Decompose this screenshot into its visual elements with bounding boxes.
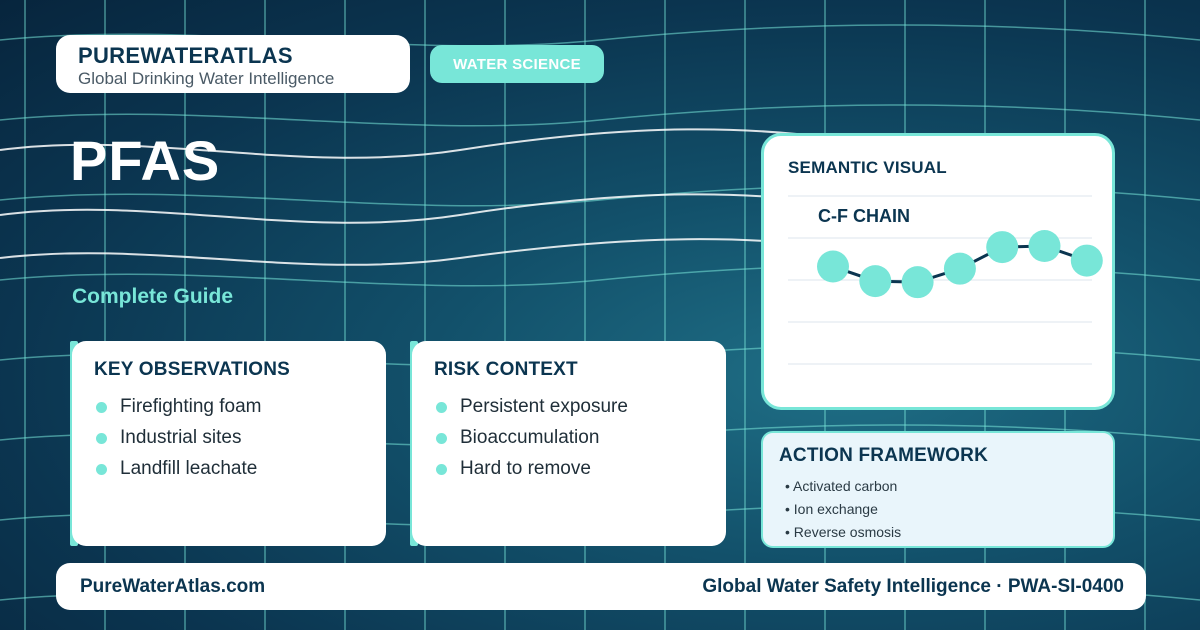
bullet-dot-icon [96,402,107,413]
semantic-visual-card: C-F CHAIN SEMANTIC VISUAL [761,133,1115,410]
observations-title: KEY OBSERVATIONS [94,359,291,380]
list-item: Firefighting foam [94,391,386,422]
observations-card: KEY OBSERVATIONS Firefighting foam Indus… [72,341,386,546]
bullet-dot-icon [436,464,447,475]
brand-name: PUREWATERATLAS [78,43,293,68]
list-item: Landfill leachate [94,453,386,484]
chain-atom [817,250,849,283]
list-item-label: Industrial sites [120,427,242,448]
page-subtitle: Complete Guide [72,285,234,308]
list-item-label: Firefighting foam [120,396,262,417]
bullet-dot-icon [96,433,107,444]
list-item: • Activated carbon [785,478,898,494]
list-item: Industrial sites [94,422,386,453]
list-item-label: Persistent exposure [460,396,628,417]
bullet-dot-icon [436,433,447,444]
page-title: PFAS [70,129,221,192]
footer-bar: PureWaterAtlas.com Global Water Safety I… [56,563,1146,610]
category-pill[interactable]: WATER SCIENCE [430,45,604,83]
footer-tagline: Global Water Safety Intelligence · PWA-S… [702,575,1124,597]
chain-atom [1070,244,1103,277]
bullet-dot-icon [436,402,447,413]
list-item: Persistent exposure [434,391,726,422]
bullet-dot-icon [96,464,107,475]
risk-title: RISK CONTEXT [434,359,578,380]
action-list: • Activated carbon • Ion exchange • Reve… [779,475,1113,544]
footer-site-link[interactable]: PureWaterAtlas.com [80,575,266,597]
list-item: Hard to remove [434,453,726,484]
brand-tagline: Global Drinking Water Intelligence [78,69,335,88]
risk-card: RISK CONTEXT Persistent exposure Bioaccu… [412,341,726,546]
action-framework-title: ACTION FRAMEWORK [779,445,989,466]
chain-atom [1028,230,1061,262]
chain-atom [943,252,976,285]
semantic-visual-title: SEMANTIC VISUAL [788,158,947,177]
risk-list: Persistent exposure Bioaccumulation Hard… [434,391,726,484]
action-framework-card: ACTION FRAMEWORK • Activated carbon • Io… [761,431,1115,548]
list-item: • Reverse osmosis [785,524,902,540]
list-item: • Ion exchange [785,501,878,517]
observations-list: Firefighting foam Industrial sites Landf… [94,391,386,484]
list-item-label: Landfill leachate [120,458,258,479]
chain-atom [859,265,892,298]
chain-atom [901,266,934,299]
list-item-label: Hard to remove [460,458,591,479]
list-item: Bioaccumulation [434,422,726,453]
list-item-label: Bioaccumulation [460,427,600,448]
chain-label: C-F CHAIN [818,206,910,226]
chain-atom [986,231,1019,264]
chain-diagram: C-F CHAIN [788,195,1103,365]
brand-box: PUREWATERATLAS Global Drinking Water Int… [56,35,410,93]
